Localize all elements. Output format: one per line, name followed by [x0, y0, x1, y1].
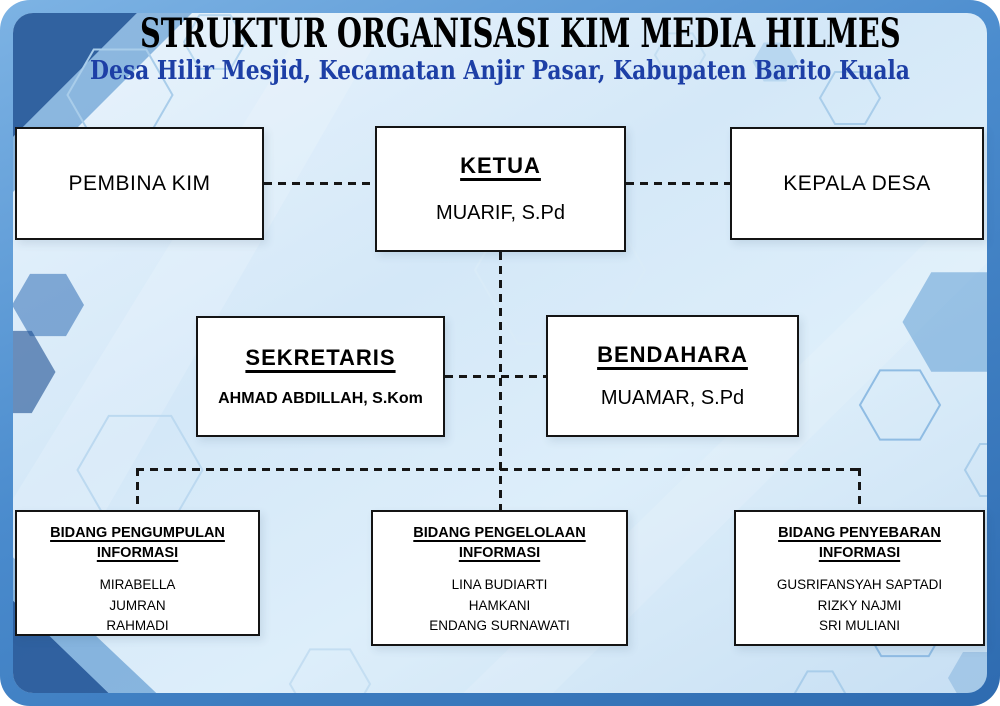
member-name: MIRABELLA: [99, 576, 176, 592]
node-role-title: BIDANG PENYEBARAN INFORMASI: [778, 525, 941, 562]
node-pembina-kim: PEMBINA KIM: [15, 127, 264, 240]
node-role-title: BENDAHARA: [597, 342, 748, 367]
member-name: JUMRAN: [109, 597, 166, 613]
connector-distribution-horizontal: [136, 468, 861, 471]
member-name: SRI MULIANI: [818, 618, 900, 634]
node-bidang-pengelolaan: BIDANG PENGELOLAAN INFORMASI LINA BUDIAR…: [371, 510, 628, 646]
node-kepala-desa: KEPALA DESA: [730, 127, 984, 240]
member-name: HAMKANI: [468, 597, 531, 613]
member-name: ENDANG SURNAWATI: [429, 618, 570, 634]
member-name: GUSRIFANSYAH SAPTADI: [776, 576, 943, 592]
node-role-title: SEKRETARIS: [245, 345, 396, 370]
node-role-title: KETUA: [460, 153, 541, 178]
member-name: LINA BUDIARTI: [451, 576, 548, 592]
node-person-name: AHMAD ABDILLAH, S.Kom: [218, 390, 423, 407]
member-name: RAHMADI: [106, 618, 169, 634]
node-label: KEPALA DESA: [783, 171, 931, 195]
connector-pembina-ketua: [264, 182, 375, 185]
node-bendahara: BENDAHARA MUAMAR, S.Pd: [546, 315, 799, 437]
node-role-title: BIDANG PENGELOLAAN INFORMASI: [413, 525, 586, 562]
connector-drop-right: [858, 468, 861, 510]
node-bidang-pengumpulan: BIDANG PENGUMPULAN INFORMASI MIRABELLA J…: [15, 510, 260, 636]
node-ketua: KETUA MUARIF, S.Pd: [375, 126, 626, 252]
connector-sekretaris-bendahara: [445, 375, 546, 378]
page-title: STRUKTUR ORGANISASI KIM MEDIA HILMES: [140, 10, 901, 57]
connector-ketua-kepala-desa: [626, 182, 730, 185]
connector-ketua-vertical: [499, 252, 502, 510]
member-name: RIZKY NAJMI: [817, 597, 902, 613]
node-person-name: MUARIF, S.Pd: [436, 202, 565, 224]
node-sekretaris: SEKRETARIS AHMAD ABDILLAH, S.Kom: [196, 316, 445, 437]
connector-drop-left: [136, 468, 139, 510]
page-subtitle: Desa Hilir Mesjid, Kecamatan Anjir Pasar…: [90, 56, 910, 86]
node-bidang-penyebaran: BIDANG PENYEBARAN INFORMASI GUSRIFANSYAH…: [734, 510, 985, 646]
node-label: PEMBINA KIM: [68, 171, 211, 195]
node-person-name: MUAMAR, S.Pd: [600, 387, 745, 409]
node-role-title: BIDANG PENGUMPULAN INFORMASI: [50, 525, 225, 562]
